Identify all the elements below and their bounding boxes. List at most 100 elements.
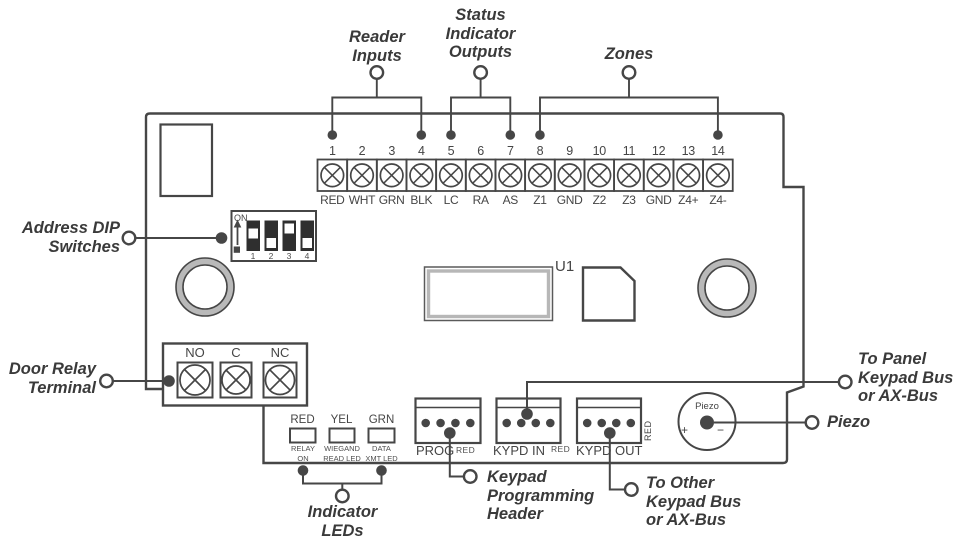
terminal-label: Z4+ [678, 193, 699, 207]
header-pin-icon [546, 418, 555, 428]
dip-switch-4 [300, 220, 314, 251]
red-led [289, 427, 317, 444]
chamfered-chip [581, 266, 636, 322]
header-pin-icon [597, 418, 607, 428]
terminal-label: GND [645, 193, 672, 207]
terminal-screw-icon [587, 163, 612, 188]
terminal-screw-icon [498, 163, 523, 188]
dip-num-3: 3 [286, 251, 292, 261]
u1-chip [423, 266, 554, 322]
kypd-out-leader [604, 427, 639, 498]
address-dip-leader [121, 230, 228, 246]
terminal-label: Z3 [622, 193, 636, 207]
grn-led [367, 427, 396, 444]
terminal-label: RED [320, 193, 345, 207]
terminal-number: 3 [388, 143, 395, 158]
zones-label: Zones [604, 45, 654, 63]
u1-label: U1 [555, 258, 575, 275]
dip-switch-3 [282, 220, 296, 251]
terminal-number: 12 [651, 143, 666, 158]
header-pin-icon [502, 418, 512, 428]
terminal-box [702, 158, 734, 192]
red-led-sub2: ON [297, 454, 309, 463]
terminal-number: 9 [566, 143, 573, 158]
dip-switch-block [230, 210, 317, 262]
terminal-number: 13 [681, 143, 696, 158]
prog-header [414, 397, 482, 445]
relay-screw-icons [179, 364, 296, 396]
terminal-screw-icon [705, 163, 731, 188]
terminal-number: 8 [536, 143, 544, 158]
terminal-label: Z4- [709, 193, 727, 207]
terminal-number: 11 [622, 143, 636, 158]
terminal-screw-icon [349, 163, 375, 188]
terminal-label: BLK [410, 193, 433, 207]
terminal-number: 5 [447, 143, 455, 158]
piezo-plus: + [681, 423, 689, 437]
terminal-screw-icon [468, 163, 493, 188]
terminal-screw-icon [409, 163, 434, 188]
yel-led [328, 427, 356, 444]
reader-inputs-bracket [331, 64, 423, 135]
header-pin-icon [466, 418, 475, 428]
terminal-screw-icon [676, 163, 701, 188]
terminal-screw-icon [557, 163, 582, 188]
piezo-leader [714, 415, 820, 431]
mounting-hole-right [697, 258, 757, 318]
red-led-sub1: RELAY [290, 444, 316, 453]
header-pin-icon [451, 418, 460, 428]
header-pin-icon [531, 418, 541, 428]
piezo-minus: − [717, 423, 725, 437]
indicator-led-shapes [289, 427, 396, 444]
prog-red-tag: RED [456, 445, 476, 455]
callout-leaders [98, 230, 853, 504]
kypd-in-leader [521, 374, 853, 420]
terminal-number: 4 [417, 143, 425, 158]
terminal-number: 7 [506, 143, 514, 158]
yel-led-label: YEL [330, 414, 353, 426]
terminal-label: Z1 [533, 193, 547, 207]
prog-label: PROG [416, 443, 455, 458]
grn-led-sub1: DATA [372, 444, 391, 453]
terminal-strip [316, 130, 734, 192]
dip-switch-1 [246, 220, 260, 251]
terminal-number: 14 [711, 143, 725, 158]
terminal-label: LC [443, 193, 459, 207]
header-pin-icon [611, 418, 621, 428]
terminal-number: 10 [592, 143, 607, 158]
dip-num-1: 1 [250, 251, 256, 261]
red-led-label: RED [290, 414, 315, 426]
header-pin-icon [436, 418, 445, 428]
terminal-screw-icon [379, 163, 404, 188]
header-pin-icon [582, 418, 592, 428]
yel-led-sub1: WIEGAND [324, 444, 360, 453]
status-outputs-bracket [450, 64, 512, 135]
terminal-label: RA [472, 193, 489, 207]
terminal-screw-icon [616, 163, 642, 188]
door-relay-block [161, 342, 309, 407]
kypd-out-label: KYPD OUT [576, 443, 643, 458]
terminal-screw-icon [646, 163, 671, 188]
dip-on-label: ON [234, 213, 248, 223]
terminal-screw-icon [527, 163, 553, 188]
dip-num-4: 4 [304, 251, 310, 261]
connector-footprint [159, 123, 214, 198]
terminal-screw-icon [438, 163, 464, 188]
dip-num-2: 2 [268, 251, 274, 261]
prog-leader [444, 427, 478, 485]
piezo-callout-label: Piezo [827, 413, 871, 431]
terminal-label: WHT [348, 193, 376, 207]
board-outline [144, 112, 805, 465]
grn-led-sub2: XMT LED [365, 454, 398, 463]
kypd-out-red-tag: RED [643, 420, 653, 441]
yel-led-sub2: READ LED [323, 454, 361, 463]
